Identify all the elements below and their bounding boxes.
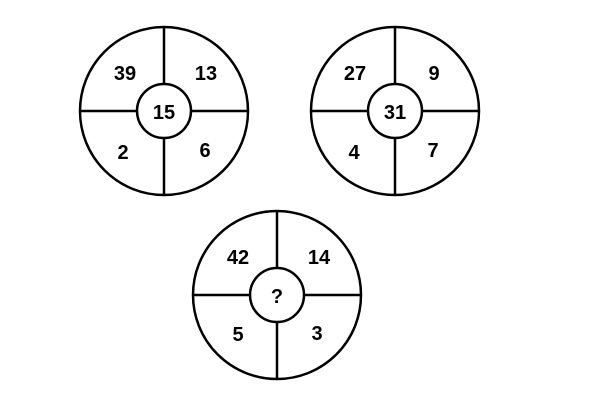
top-right-number: 13: [195, 63, 217, 85]
top-left-number: 39: [114, 63, 136, 85]
center-number: 15: [153, 102, 175, 124]
top-right-number: 9: [428, 63, 439, 85]
top-right-number: 14: [308, 247, 331, 269]
inner-circle: [135, 82, 193, 140]
bottom-right-number: 6: [199, 140, 210, 162]
bottom-right-number: 3: [311, 323, 322, 345]
bottom-right-number: 7: [427, 140, 438, 162]
bottom-left-number: 2: [117, 142, 128, 164]
center-number: 31: [384, 102, 406, 124]
top-left-number: 27: [344, 63, 366, 85]
circle-bottom: ? 42 14 5 3: [191, 209, 363, 381]
top-left-number: 42: [227, 247, 249, 269]
bottom-left-number: 4: [348, 142, 360, 164]
inner-circle: [366, 82, 424, 140]
inner-circle: [248, 266, 306, 324]
bottom-left-number: 5: [232, 324, 243, 346]
center-question-mark: ?: [271, 286, 283, 308]
circle-top-left: 15 39 13 2 6: [78, 25, 250, 197]
circle-top-right: 31 27 9 4 7: [309, 25, 481, 197]
